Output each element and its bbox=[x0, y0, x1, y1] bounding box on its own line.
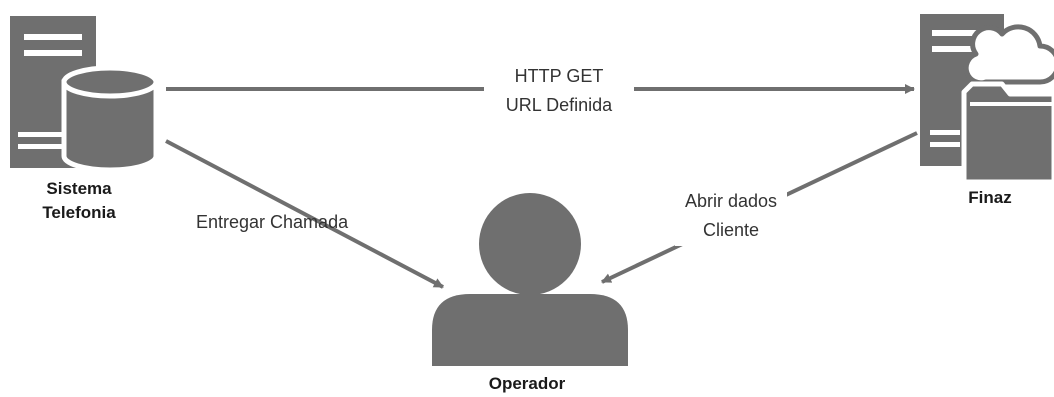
database-icon bbox=[61, 65, 159, 173]
cloud-icon bbox=[963, 24, 1054, 86]
user-body bbox=[432, 294, 628, 366]
edge-label-cliente: Cliente bbox=[703, 220, 759, 240]
node-label-finaz: Finaz bbox=[968, 188, 1011, 207]
edge-label-http-get: HTTP GET bbox=[515, 66, 604, 86]
edge-entregar-chamada-arrow bbox=[165, 139, 444, 289]
server-cloud-folder-icon bbox=[920, 14, 1054, 185]
user-head bbox=[479, 193, 581, 295]
node-label-telefonia: Telefonia bbox=[42, 203, 116, 222]
edge-label-abrir-dados: Abrir dados bbox=[685, 191, 777, 211]
user-icon bbox=[432, 193, 628, 366]
server-database-icon bbox=[10, 16, 159, 173]
node-label-operador: Operador bbox=[489, 374, 566, 393]
edge-label-url-definida: URL Definida bbox=[506, 95, 613, 115]
edge-label-entregar-chamada: Entregar Chamada bbox=[196, 212, 349, 232]
node-label-sistema: Sistema bbox=[46, 179, 112, 198]
folder-icon bbox=[961, 81, 1054, 185]
